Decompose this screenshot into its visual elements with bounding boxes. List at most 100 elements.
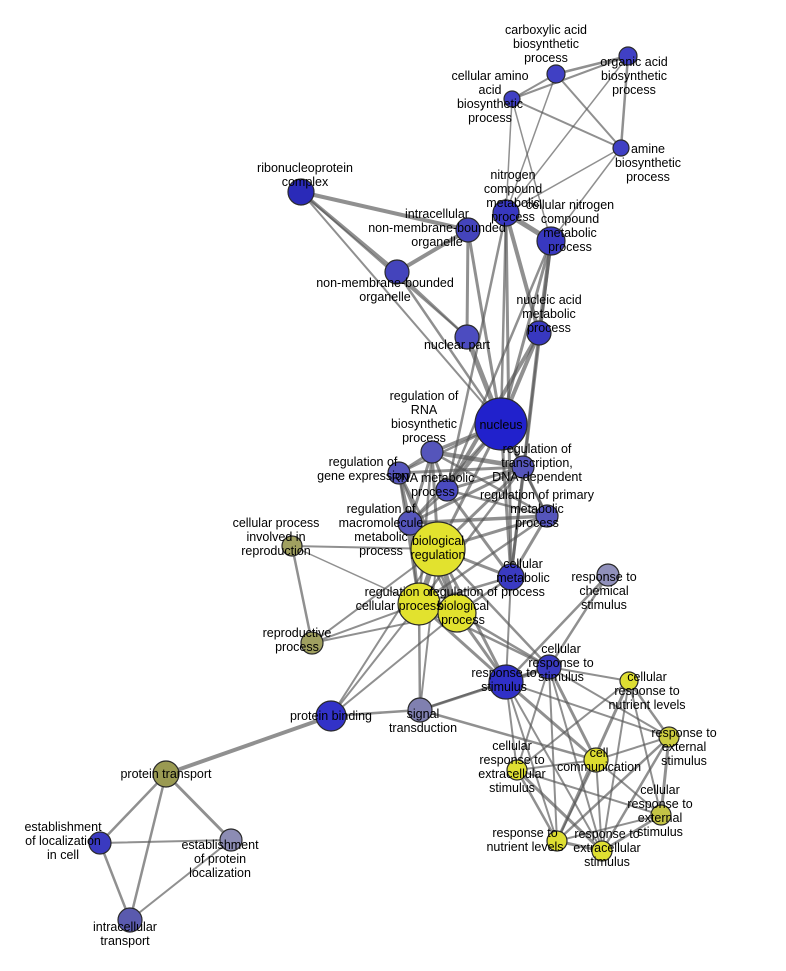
node-rexs[interactable]	[591, 840, 613, 862]
edge-rnp-nucleus	[300, 191, 502, 425]
node-rtdd[interactable]	[511, 455, 535, 479]
edge-crnl-res	[627, 679, 671, 739]
edge-rnamp-cmp	[445, 488, 513, 579]
node-rcs[interactable]	[596, 563, 620, 587]
node-inmbo[interactable]	[455, 217, 481, 243]
node-crnl[interactable]	[619, 671, 639, 691]
node-amine[interactable]	[612, 139, 630, 157]
edge-rtdd-rge	[397, 465, 525, 475]
edge-inmbo-nmbo	[395, 228, 470, 274]
edge-rtdd-rcp	[417, 465, 525, 606]
edge-cc-rexs	[595, 759, 603, 852]
edge-rnl-cres	[515, 768, 559, 843]
edge-pb-bioreg	[330, 548, 439, 717]
edge-crs-rexs	[548, 666, 603, 852]
node-rnp[interactable]	[287, 178, 315, 206]
edge-rnamp-rpmp	[445, 488, 549, 518]
edge-amine-ncmp	[505, 147, 622, 214]
edge-orga-ncmp	[505, 55, 629, 214]
node-cc[interactable]	[583, 747, 609, 773]
edge-carb-ncmp	[505, 73, 557, 214]
edge-rnl-crex	[556, 814, 662, 842]
node-cres[interactable]	[506, 759, 528, 781]
node-rpmp[interactable]	[535, 504, 559, 528]
node-amino[interactable]	[503, 90, 521, 108]
edge-rs-rcs	[504, 573, 610, 684]
edge-elc-epl	[99, 839, 232, 844]
edge-inmbo-nucleus	[466, 228, 503, 426]
edge-crs-rcs	[547, 573, 610, 669]
node-namp[interactable]	[526, 320, 552, 346]
node-st[interactable]	[407, 697, 433, 723]
node-cncmp[interactable]	[536, 226, 566, 256]
node-carb[interactable]	[546, 64, 566, 84]
node-crs[interactable]	[536, 654, 562, 680]
node-nucleus[interactable]	[474, 397, 528, 451]
node-ncmp[interactable]	[492, 199, 520, 227]
node-rrbp[interactable]	[420, 440, 444, 464]
edge-nmbo-npart	[395, 270, 469, 339]
edge-pt-epl	[164, 772, 233, 842]
edge-cc-crex	[595, 759, 662, 816]
edge-elc-it	[98, 841, 132, 922]
edge-pt-it	[128, 772, 168, 922]
node-npart[interactable]	[454, 324, 480, 350]
edge-carb-orga	[554, 54, 630, 76]
edge-crs-crnl	[548, 666, 630, 682]
edge-amino-ncmp	[505, 98, 513, 214]
edge-crs-st	[419, 666, 550, 711]
edge-res-crex	[659, 735, 671, 817]
node-repro[interactable]	[300, 631, 324, 655]
edge-cc-res	[595, 736, 670, 761]
edge-crnl-crex	[628, 680, 662, 816]
edge-rtdd-rnamp	[445, 465, 525, 492]
node-elc[interactable]	[88, 831, 112, 855]
node-bioreg[interactable]	[410, 521, 466, 577]
node-rmmp[interactable]	[397, 510, 423, 536]
node-rge[interactable]	[387, 461, 411, 485]
edge-rs-res	[505, 681, 670, 738]
node-pt[interactable]	[152, 760, 180, 788]
node-epl[interactable]	[219, 828, 243, 852]
edge-epl-it	[129, 839, 232, 921]
edge-st-cc	[418, 708, 598, 762]
node-crex[interactable]	[650, 804, 672, 826]
node-nmbo[interactable]	[384, 259, 410, 285]
edge-crnl-rexs	[601, 680, 630, 852]
edge-amino-cncmp	[511, 98, 552, 242]
edge-amine-cncmp	[550, 147, 622, 242]
edge-res-rnl	[555, 735, 671, 843]
node-it[interactable]	[117, 907, 143, 933]
edge-ncmp-namp	[504, 211, 541, 335]
node-rs[interactable]	[488, 664, 524, 700]
node-rbp[interactable]	[437, 593, 477, 633]
edge-rs-rnl	[505, 681, 558, 842]
node-res[interactable]	[658, 726, 680, 748]
edge-cpir-repro	[290, 544, 314, 645]
edge-rrbp-rtdd	[429, 449, 526, 470]
node-rcp[interactable]	[397, 582, 441, 626]
edge-layer	[98, 54, 671, 922]
edge-cpir-rcp	[291, 545, 420, 605]
node-pb[interactable]	[315, 700, 347, 732]
edge-pb-pt	[164, 714, 333, 776]
edge-carb-amine	[555, 73, 622, 149]
node-cpir[interactable]	[281, 535, 303, 557]
node-rnl[interactable]	[546, 830, 568, 852]
node-cmp[interactable]	[497, 563, 525, 591]
node-rnamp[interactable]	[435, 478, 459, 502]
edge-cc-cres	[516, 759, 597, 771]
edge-amino-amine	[511, 98, 622, 149]
edge-orga-amino	[511, 55, 629, 100]
node-orga[interactable]	[618, 46, 638, 66]
node-layer	[88, 46, 680, 933]
edge-inmbo-npart	[465, 228, 470, 339]
edge-rexs-cres	[515, 768, 604, 853]
edge-cres-crex	[516, 769, 662, 816]
